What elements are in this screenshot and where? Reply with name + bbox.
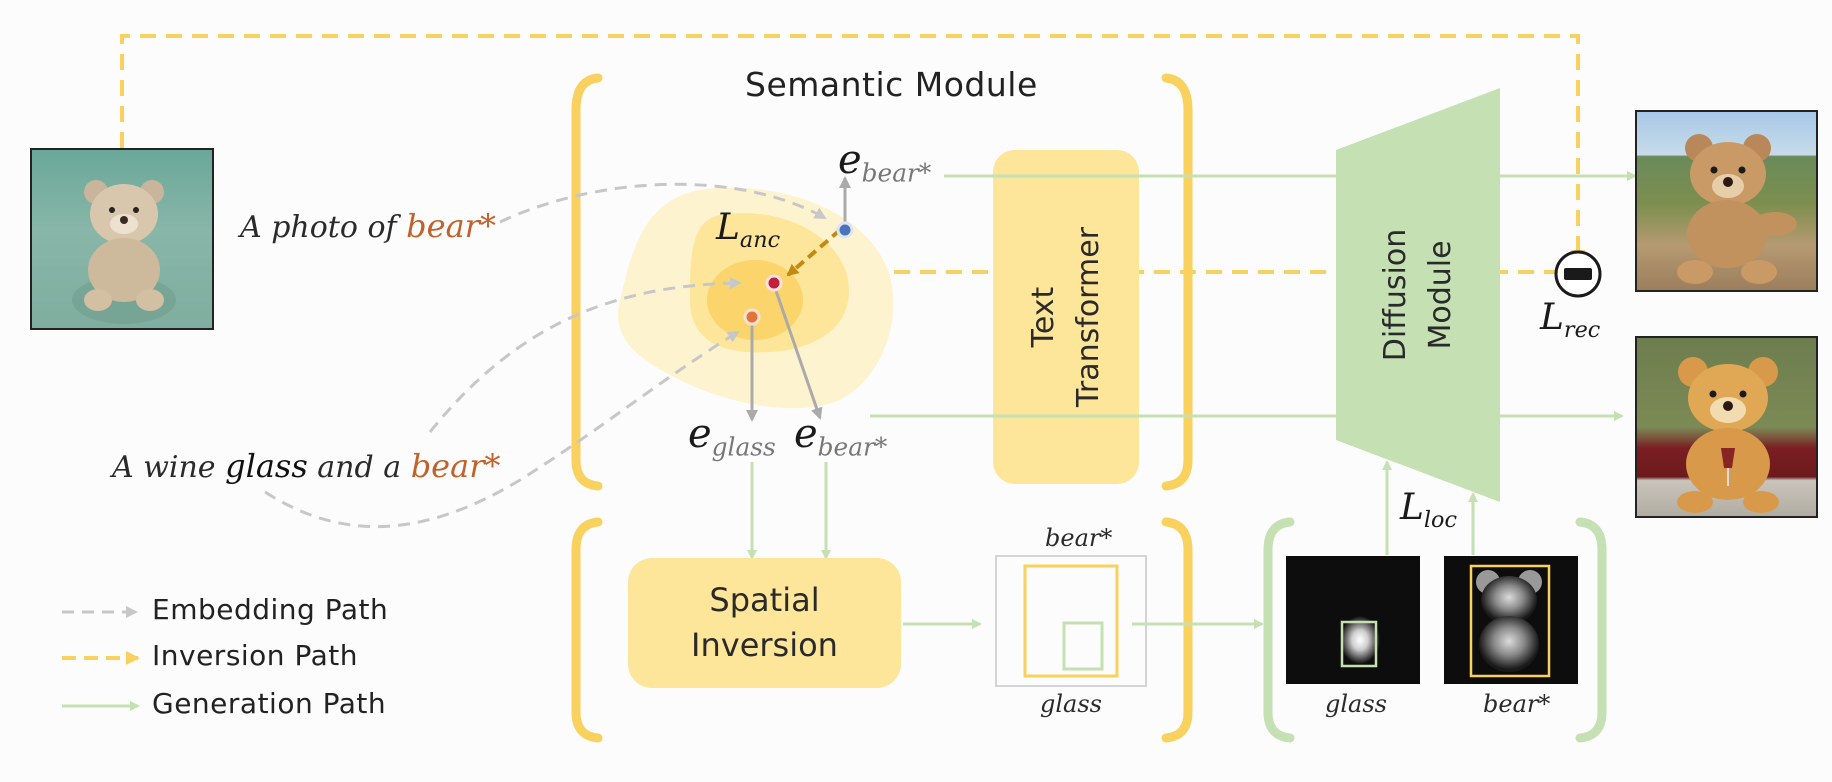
embedding-path-3 [264, 330, 740, 529]
embed-bear-sub: bear* [817, 432, 888, 462]
output-photo-2 [1635, 336, 1818, 518]
loss-loc-sub: loc [1423, 506, 1457, 533]
text-transformer-text: Text Transformer [1026, 226, 1107, 408]
embed-top-sub: bear* [861, 158, 932, 188]
prompt-2-mid: and a [317, 450, 402, 485]
loss-anc: Lanc [716, 210, 780, 251]
legend-generation-label: Generation Path [152, 687, 387, 720]
heatmap-bear-label: bear* [1483, 690, 1551, 718]
heatmap-bear [1444, 556, 1578, 684]
layout-glass-box [1062, 621, 1104, 671]
embed-glass-base: e [688, 411, 712, 457]
prompt-2-word: glass [225, 447, 308, 485]
semantic-bracket-right [1161, 73, 1193, 491]
loss-rec-sub: rec [1563, 316, 1601, 343]
teddy-bear-icon [72, 180, 176, 324]
bear-embed-down [772, 284, 823, 420]
spatial-inversion-text: Spatial Inversion [691, 581, 838, 664]
layout-frame [995, 555, 1147, 687]
point-glass [743, 308, 761, 326]
embed-top: ebear* [838, 140, 931, 186]
layout-top-label: bear* [1045, 524, 1113, 552]
embed-glass-sub: glass [711, 432, 776, 462]
loss-rec: Lrec [1540, 300, 1600, 341]
teddy-bear-icon [1677, 134, 1797, 284]
prompt-2-token: bear* [410, 447, 501, 485]
heatmap-glass [1286, 556, 1420, 684]
semantic-bracket-left [571, 73, 603, 491]
diffusion-module-label: Diffusion Module [1336, 150, 1500, 440]
semantic-module-title: Semantic Module [745, 65, 1038, 104]
subtract-bar [1564, 268, 1592, 280]
layout-bottom-label: glass [1040, 690, 1102, 718]
embedding-path-2 [428, 277, 742, 433]
heatmap-bracket-right [1575, 517, 1607, 743]
point-top [836, 221, 854, 239]
diffusion-module-shape [1336, 88, 1500, 502]
text-transformer-label: Text Transformer [993, 150, 1139, 484]
loss-loc-base: L [1400, 487, 1424, 528]
diffusion-module-text: Diffusion Module [1378, 228, 1458, 362]
prompt-1: A photo of bear* [240, 210, 496, 243]
output-photo-1 [1635, 110, 1818, 292]
prompt-2: A wine glass and a bear* [112, 450, 500, 483]
legend-inversion-label: Inversion Path [152, 639, 358, 672]
heatmap-bracket-left [1263, 517, 1295, 743]
loss-anc-base: L [716, 207, 740, 248]
loss-rec-base: L [1540, 297, 1564, 338]
heatmap-glass-label: glass [1325, 690, 1387, 718]
loss-loc: Lloc [1400, 490, 1457, 531]
text-transformer-box [993, 150, 1139, 484]
spatial-bracket-right [1161, 517, 1193, 743]
embed-bear: ebear* [794, 414, 887, 460]
embed-glass: eglass [688, 414, 776, 460]
prompt-1-lead: A photo of [240, 210, 397, 245]
teddy-bear-icon [1677, 357, 1779, 513]
loss-anc-sub: anc [739, 226, 781, 253]
layout-bear-box [1023, 564, 1119, 678]
spatial-bracket-left [571, 517, 603, 743]
inversion-path-top [120, 34, 1585, 264]
input-photo [30, 148, 214, 330]
prompt-1-token: bear* [406, 207, 496, 245]
prompt-2-lead: A wine [112, 450, 216, 485]
embed-bear-base: e [794, 411, 818, 457]
embed-top-base: e [838, 137, 862, 183]
spatial-inversion-label: Spatial Inversion [628, 558, 901, 688]
legend-embedding-label: Embedding Path [152, 593, 389, 626]
spatial-inversion-box [628, 558, 901, 688]
anchor-arrow [786, 228, 842, 277]
embedding-path-1 [499, 182, 827, 224]
point-bear [765, 274, 783, 292]
